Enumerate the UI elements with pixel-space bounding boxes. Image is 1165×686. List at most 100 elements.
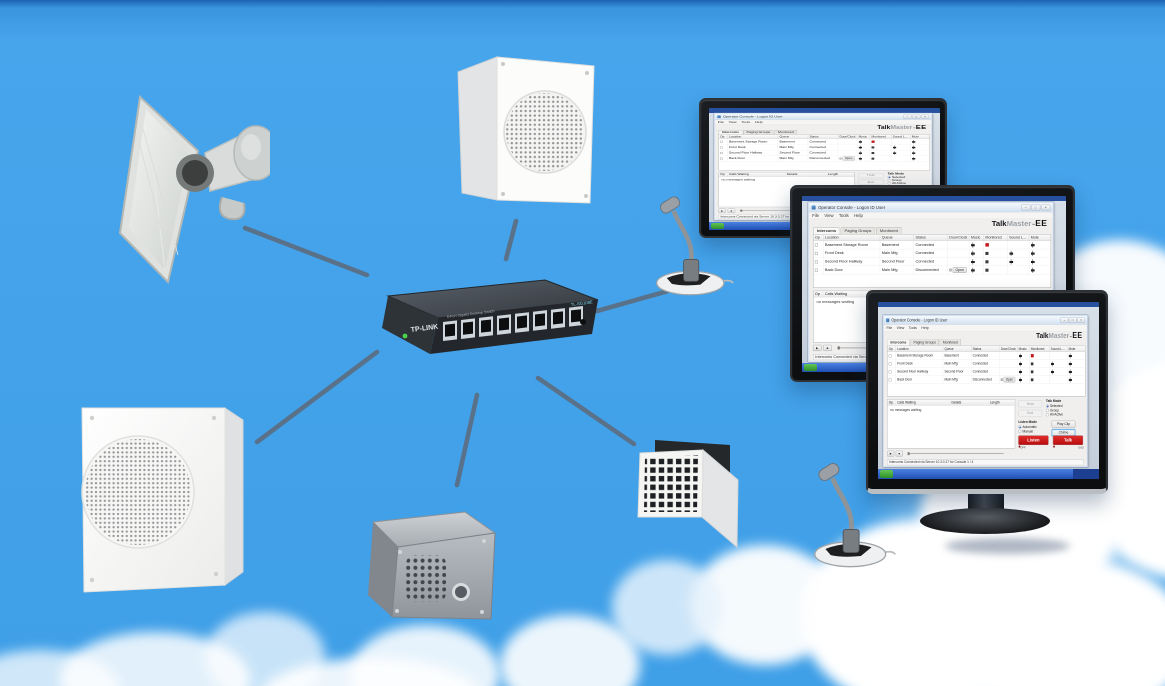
col-queue[interactable]: Queue xyxy=(880,234,914,241)
mute-slider[interactable] xyxy=(912,156,916,161)
radio-selected[interactable]: Selected xyxy=(1045,404,1063,408)
col-mute[interactable]: Mute xyxy=(1067,346,1085,351)
col-op[interactable]: Op xyxy=(887,399,896,406)
row-checkbox[interactable] xyxy=(814,268,818,272)
mute-slider[interactable] xyxy=(912,151,916,155)
radio-manual[interactable]: Manual xyxy=(1018,429,1051,433)
menu-view[interactable]: View xyxy=(728,120,737,124)
play-clip-button[interactable]: Play Clip xyxy=(1051,420,1076,428)
col-queue[interactable]: Queue xyxy=(943,346,972,352)
monitored-indicator[interactable] xyxy=(871,140,875,143)
mute-slider[interactable] xyxy=(1068,361,1072,367)
window-titlebar[interactable]: Operator Console - Logon ID User – □ × xyxy=(809,203,1053,213)
table-row[interactable]: Basement Storage Room Basement Connected xyxy=(813,240,1051,250)
music-volume-slider[interactable] xyxy=(858,151,862,155)
col-length[interactable]: Length xyxy=(827,172,855,177)
monitored-indicator[interactable] xyxy=(1030,362,1034,366)
col-location[interactable]: Location xyxy=(823,234,881,241)
table-row[interactable]: Second Floor Hallway Second Floor Connec… xyxy=(887,367,1086,376)
close-button[interactable]: × xyxy=(920,114,930,119)
tab-paging-groups[interactable]: Paging Groups xyxy=(840,227,876,235)
col-monitored[interactable]: Monitored xyxy=(1030,346,1050,352)
mute-slider[interactable] xyxy=(1031,250,1035,256)
maximize-button[interactable]: □ xyxy=(912,114,921,119)
menu-view[interactable]: View xyxy=(896,325,905,331)
tab-monitored[interactable]: Monitored xyxy=(939,339,962,346)
mute-slider[interactable] xyxy=(912,145,916,150)
monitored-indicator[interactable] xyxy=(1030,378,1034,382)
col-sound[interactable]: Sound L... xyxy=(1008,234,1030,241)
sound-level-slider[interactable] xyxy=(893,151,897,155)
menu-tools[interactable]: Tools xyxy=(741,120,751,124)
menu-file[interactable]: File xyxy=(812,213,820,218)
talk-button[interactable]: Talk xyxy=(1052,435,1083,448)
col-location[interactable]: Location xyxy=(896,346,944,352)
music-volume-slider[interactable] xyxy=(858,145,862,150)
taskbar[interactable] xyxy=(878,469,1099,479)
table-row[interactable]: Front Desk Main Mfg Connected xyxy=(813,249,1051,258)
music-volume-slider[interactable] xyxy=(1018,353,1022,359)
mute-slider[interactable] xyxy=(1031,258,1035,265)
row-checkbox[interactable] xyxy=(888,362,892,366)
sound-level-slider[interactable] xyxy=(1009,258,1014,265)
monitored-indicator[interactable] xyxy=(985,243,989,247)
end-button[interactable]: End xyxy=(858,179,884,185)
row-checkbox[interactable] xyxy=(814,243,818,247)
play-button[interactable]: ▶ xyxy=(812,344,822,351)
close-button[interactable]: × xyxy=(1077,317,1085,323)
listen-button[interactable]: Listen xyxy=(1018,435,1049,448)
col-monitored[interactable]: Monitored xyxy=(984,234,1008,241)
tab-paging-groups[interactable]: Paging Groups xyxy=(743,130,774,135)
window-titlebar[interactable]: Operator Console - Logon ID User – □ × xyxy=(715,113,932,120)
tab-monitored[interactable]: Monitored xyxy=(774,130,798,135)
monitored-indicator[interactable] xyxy=(1030,354,1034,358)
radio-automatic[interactable]: Automatic xyxy=(1018,425,1051,429)
table-row[interactable]: Back Door Main Mfg Disconnected Open xyxy=(718,155,930,162)
col-music[interactable]: Music xyxy=(1017,346,1030,352)
menu-file[interactable]: File xyxy=(717,120,724,124)
stop-button[interactable]: ■ xyxy=(727,208,736,213)
table-row[interactable]: Back Door Main Mfg Disconnected Open xyxy=(887,375,1086,384)
menu-help[interactable]: Help xyxy=(754,120,763,124)
monitored-indicator[interactable] xyxy=(985,251,989,255)
table-row[interactable]: Back Door Main Mfg Disconnected Open xyxy=(813,266,1051,275)
row-checkbox[interactable] xyxy=(814,251,818,255)
col-sound[interactable]: Sound L... xyxy=(891,134,911,139)
col-door-clock[interactable]: Door/Clock xyxy=(1000,346,1018,352)
table-row[interactable]: Basement Storage Room Basement Connected xyxy=(718,139,930,145)
col-location[interactable]: Location xyxy=(728,134,779,139)
tab-intercoms[interactable]: Intercoms xyxy=(718,130,743,135)
music-volume-slider[interactable] xyxy=(971,242,975,248)
stop-button[interactable]: ■ xyxy=(823,344,832,351)
tab-intercoms[interactable]: Intercoms xyxy=(812,227,840,235)
open-door-button[interactable]: Open xyxy=(842,156,855,161)
mute-slider[interactable] xyxy=(1031,242,1035,248)
tab-monitored[interactable]: Monitored xyxy=(876,227,902,235)
col-status[interactable]: Status xyxy=(971,346,1000,352)
end-button[interactable]: End xyxy=(1018,409,1043,417)
music-volume-slider[interactable] xyxy=(1018,377,1022,383)
music-volume-slider[interactable] xyxy=(971,258,975,265)
col-calls-waiting[interactable]: Calls Waiting xyxy=(728,172,786,177)
minimize-button[interactable]: – xyxy=(903,114,912,119)
music-volume-slider[interactable] xyxy=(858,139,862,144)
music-volume-slider[interactable] xyxy=(1018,361,1022,367)
monitored-indicator[interactable] xyxy=(1030,370,1034,374)
music-volume-slider[interactable] xyxy=(1018,369,1022,375)
col-op[interactable]: Op xyxy=(887,346,896,352)
table-row[interactable]: Second Floor Hallway Second Floor Connec… xyxy=(813,257,1051,267)
mute-slider[interactable] xyxy=(1068,369,1072,375)
row-checkbox[interactable] xyxy=(720,146,723,149)
hold-button[interactable]: Hold xyxy=(858,173,884,179)
tab-paging-groups[interactable]: Paging Groups xyxy=(910,339,940,346)
monitored-indicator[interactable] xyxy=(871,151,875,154)
col-op[interactable]: Op xyxy=(719,134,728,139)
maximize-button[interactable]: □ xyxy=(1031,204,1041,211)
maximize-button[interactable]: □ xyxy=(1068,317,1077,323)
music-volume-slider[interactable] xyxy=(858,156,862,161)
tab-intercoms[interactable]: Intercoms xyxy=(887,339,910,346)
col-mute[interactable]: Mute xyxy=(1029,235,1051,241)
col-mute[interactable]: Mute xyxy=(910,135,929,139)
row-checkbox[interactable] xyxy=(720,140,723,143)
mute-slider[interactable] xyxy=(912,139,916,144)
